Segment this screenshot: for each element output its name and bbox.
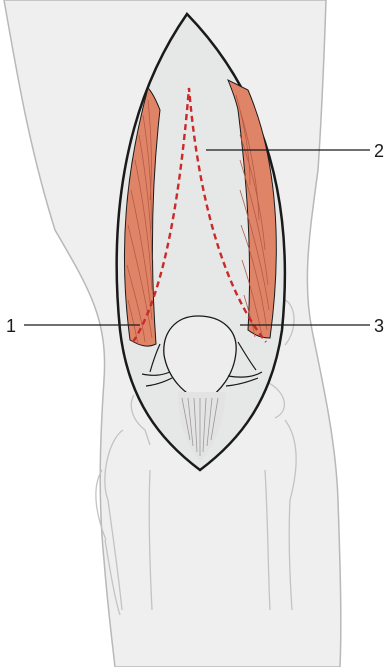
label-1: 1 xyxy=(6,316,16,336)
label-3: 3 xyxy=(374,316,384,336)
label-2: 2 xyxy=(374,141,384,161)
